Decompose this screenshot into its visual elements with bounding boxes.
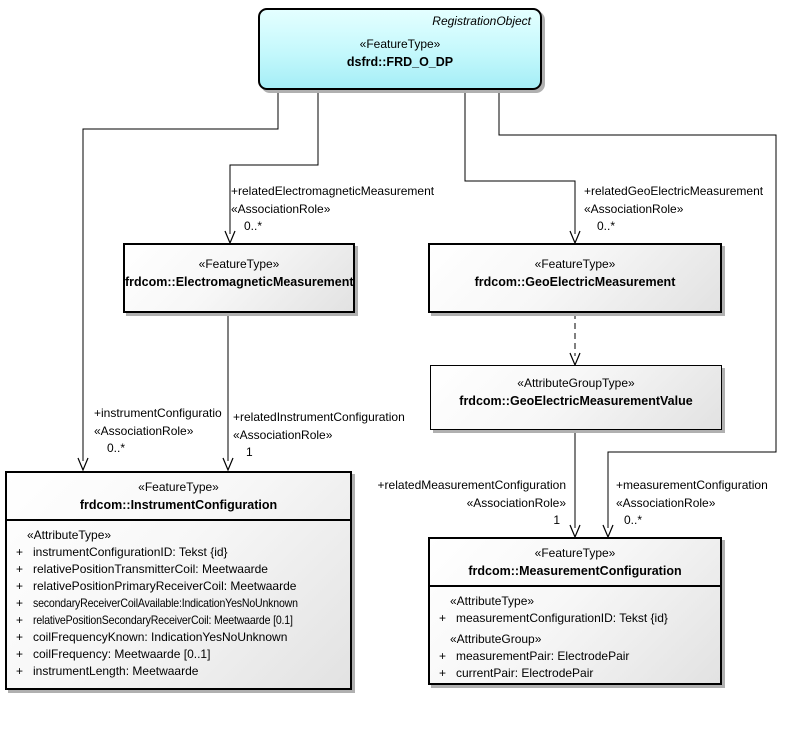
association-label-related-measurement-configuration: +relatedMeasurementConfiguration «Associ… (366, 477, 566, 530)
visibility-marker: + (439, 611, 447, 625)
attribute-text: instrumentConfigurationID: Tekst {id} (33, 545, 228, 559)
role-name: +relatedElectromagneticMeasurement (231, 184, 435, 198)
attribute-row: + secondaryReceiverCoilAvailable:Indicat… (7, 595, 350, 612)
role-name: +relatedInstrumentConfiguration (233, 410, 405, 424)
role-stereotype: «AssociationRole» (231, 201, 331, 216)
association-label-instrument-configuration: +instrumentConfiguratio «AssociationRole… (94, 405, 222, 458)
attribute-compartment: «AttributeType» + instrumentConfiguratio… (7, 521, 350, 680)
attribute-row: + instrumentConfigurationID: Tekst {id} (7, 544, 350, 561)
multiplicity: 1 (553, 513, 560, 527)
attribute-text: measurementPair: ElectrodePair (456, 649, 630, 663)
class-name: frdcom::GeoElectricMeasurementValue (459, 394, 693, 408)
connector-frd-to-geoelectricmeasurement (464, 90, 576, 234)
class-name: frdcom::InstrumentConfiguration (79, 498, 278, 512)
multiplicity: 1 (246, 445, 253, 459)
class-name: frdcom::ElectromagneticMeasurement (125, 275, 354, 289)
class-name: dsfrd::FRD_O_DP (346, 55, 454, 69)
attribute-row: + relativePositionSecondaryReceiverCoil:… (7, 612, 350, 629)
visibility-marker: + (16, 664, 24, 678)
visibility-marker: + (16, 647, 24, 661)
multiplicity: 0..* (107, 441, 126, 455)
role-stereotype: «AssociationRole» (616, 495, 716, 510)
role-name: +relatedGeoElectricMeasurement (584, 184, 764, 198)
class-header: «FeatureType» frdcom::InstrumentConfigur… (7, 473, 350, 521)
role-name: +measurementConfiguration (616, 478, 768, 492)
attribute-text: measurementConfigurationID: Tekst {id} (456, 611, 668, 625)
class-box-geoelectric-measurement-value: «AttributeGroupType» frdcom::GeoElectric… (430, 365, 722, 430)
class-name: frdcom::GeoElectricMeasurement (474, 275, 676, 289)
association-label-related-electromagnetic-measurement: +relatedElectromagneticMeasurement «Asso… (231, 183, 434, 236)
class-name: frdcom::MeasurementConfiguration (468, 564, 682, 578)
stereotype-label: «FeatureType» (534, 257, 616, 271)
attribute-row: + relativePositionPrimaryReceiverCoil: M… (7, 578, 350, 595)
attribute-text: relativePositionPrimaryReceiverCoil: Mee… (33, 579, 297, 593)
registration-object-annotation: RegistrationObject (432, 14, 531, 28)
attribute-text: coilFrequency: Meetwaarde [0..1] (33, 647, 211, 661)
visibility-marker: + (16, 630, 24, 644)
role-stereotype: «AssociationRole» (584, 201, 684, 216)
attribute-row: + coilFrequencyKnown: IndicationYesNoUnk… (7, 629, 350, 646)
visibility-marker: + (16, 596, 24, 610)
section-header: «AttributeGroup» (450, 632, 542, 646)
section-header: «AttributeType» (450, 594, 535, 608)
attribute-row: + currentPair: ElectrodePair (430, 665, 720, 682)
multiplicity: 0..* (597, 219, 616, 233)
attribute-row: + measurementConfigurationID: Tekst {id} (430, 610, 720, 627)
class-box-electromagnetic-measurement: «FeatureType» frdcom::ElectromagneticMea… (123, 243, 355, 313)
connector-frd-to-measurementconfiguration (498, 90, 777, 528)
role-stereotype: «AssociationRole» (94, 423, 194, 438)
stereotype-label: «FeatureType» (359, 37, 441, 51)
visibility-marker: + (16, 562, 24, 576)
attribute-text: relativePositionTransmitterCoil: Meetwaa… (33, 562, 268, 576)
arrowhead (77, 457, 89, 472)
association-label-related-instrument-configuration: +relatedInstrumentConfiguration «Associa… (233, 409, 405, 462)
role-stereotype: «AssociationRole» (233, 427, 333, 442)
visibility-marker: + (439, 666, 447, 680)
attribute-text: secondaryReceiverCoilAvailable:Indicatio… (33, 596, 298, 610)
attribute-text: instrumentLength: Meetwaarde (33, 664, 199, 678)
visibility-marker: + (16, 579, 24, 593)
stereotype-label: «AttributeGroupType» (517, 376, 635, 390)
role-name: +instrumentConfiguratio (94, 406, 222, 420)
attribute-text: coilFrequencyKnown: IndicationYesNoUnkno… (33, 630, 288, 644)
class-box-instrument-configuration: «FeatureType» frdcom::InstrumentConfigur… (5, 471, 352, 690)
attribute-row: + instrumentLength: Meetwaarde (7, 663, 350, 680)
attribute-compartment: «AttributeType» + measurementConfigurati… (430, 587, 720, 682)
section-header: «AttributeType» (27, 528, 112, 542)
role-stereotype: «AssociationRole» (466, 495, 566, 510)
attribute-row: + relativePositionTransmitterCoil: Meetw… (7, 561, 350, 578)
visibility-marker: + (16, 613, 24, 627)
multiplicity: 0..* (624, 513, 643, 527)
attribute-text: relativePositionSecondaryReceiverCoil: M… (33, 613, 293, 627)
association-label-related-geoelectric-measurement: +relatedGeoElectricMeasurement «Associat… (584, 183, 763, 236)
role-name: +relatedMeasurementConfiguration (377, 478, 566, 492)
class-box-geoelectric-measurement: «FeatureType» frdcom::GeoElectricMeasure… (428, 243, 722, 313)
visibility-marker: + (439, 649, 447, 663)
stereotype-label: «FeatureType» (198, 257, 280, 271)
stereotype-label: «FeatureType» (534, 546, 616, 560)
attribute-row: + measurementPair: ElectrodePair (430, 648, 720, 665)
class-header: «FeatureType» frdcom::MeasurementConfigu… (430, 539, 720, 587)
multiplicity: 0..* (244, 219, 263, 233)
class-box-frd-o-dp: RegistrationObject «FeatureType» dsfrd::… (258, 8, 542, 90)
attribute-text: currentPair: ElectrodePair (456, 666, 594, 680)
visibility-marker: + (16, 545, 24, 559)
arrowhead (222, 457, 234, 472)
connector-frd-to-electromagneticmeasurement (229, 90, 319, 234)
class-box-measurement-configuration: «FeatureType» frdcom::MeasurementConfigu… (428, 537, 722, 685)
attribute-row: + coilFrequency: Meetwaarde [0..1] (7, 646, 350, 663)
connector-frd-to-instrumentconfiguration (82, 90, 279, 461)
stereotype-label: «FeatureType» (138, 480, 219, 494)
association-label-measurement-configuration: +measurementConfiguration «AssociationRo… (616, 477, 768, 530)
